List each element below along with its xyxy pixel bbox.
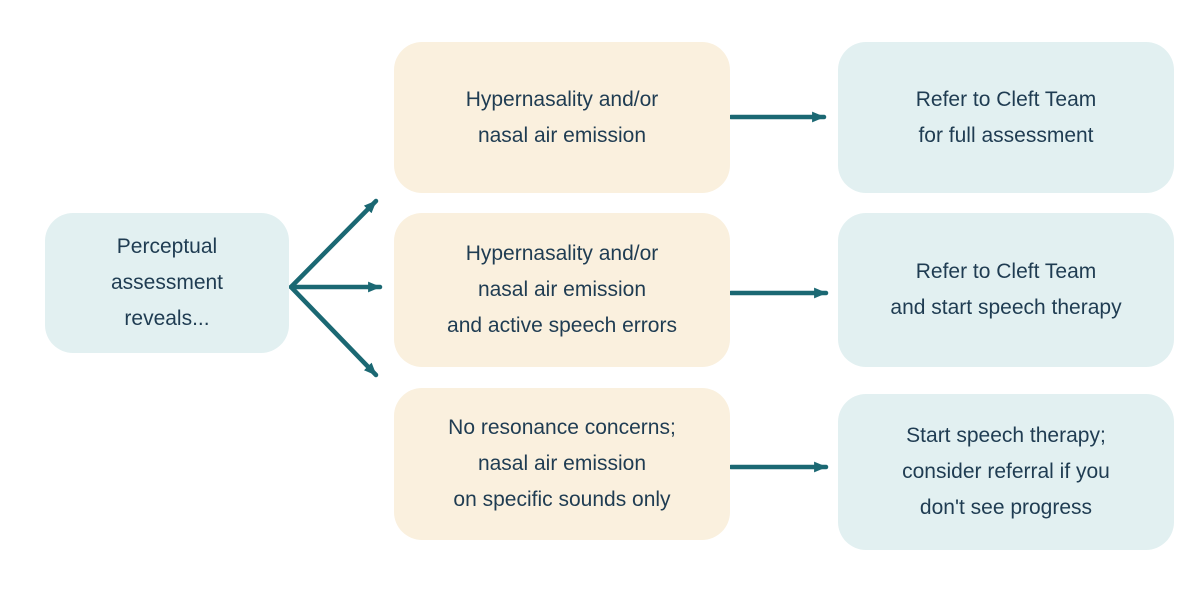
action-node-2: Refer to Cleft Team and start speech the…	[838, 213, 1174, 367]
arrow-root-to-condition-1	[288, 198, 379, 290]
arrow-root-to-condition-3	[288, 284, 379, 378]
condition-node-1: Hypernasality and/or nasal air emission	[394, 42, 730, 193]
condition-node-2: Hypernasality and/or nasal air emission …	[394, 213, 730, 367]
action-node-1: Refer to Cleft Team for full assessment	[838, 42, 1174, 193]
condition-node-3: No resonance concerns; nasal air emissio…	[394, 388, 730, 540]
action-node-3: Start speech therapy; consider referral …	[838, 394, 1174, 550]
root-node: Perceptual assessment reveals...	[45, 213, 289, 353]
